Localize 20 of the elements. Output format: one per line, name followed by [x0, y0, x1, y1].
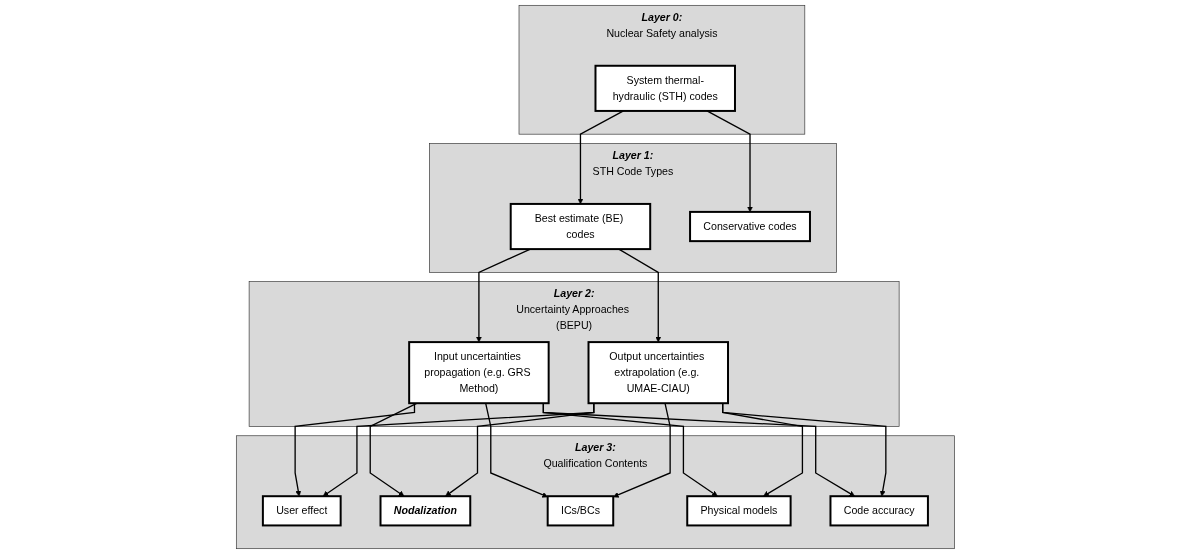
node-box: Nodalization [379, 495, 471, 527]
node-box: Input uncertainties propagation (e.g. GRS Method) [407, 341, 550, 405]
arrow [612, 402, 671, 498]
arrow [484, 402, 548, 498]
arrow [542, 402, 855, 497]
arrow [577, 110, 624, 205]
node-box: ICs/BCs [546, 495, 614, 527]
arrow [322, 402, 595, 497]
arrow [475, 248, 531, 343]
node-box: Output uncertainties extrapolation (e.g. UMAE-CIAU) [587, 341, 729, 405]
node-box: Code accuracy [829, 495, 929, 527]
arrow [617, 248, 661, 343]
node-box: System thermal-hydraulic (STH) codes [594, 64, 736, 112]
arrow [294, 402, 415, 497]
node-box: Physical models [685, 495, 792, 527]
arrow [444, 402, 595, 497]
node-box: User effect [261, 495, 342, 527]
arrow [721, 402, 887, 497]
node-box: Conservative codes [688, 210, 811, 243]
node-box: Best estimate (BE) codes [509, 202, 651, 251]
